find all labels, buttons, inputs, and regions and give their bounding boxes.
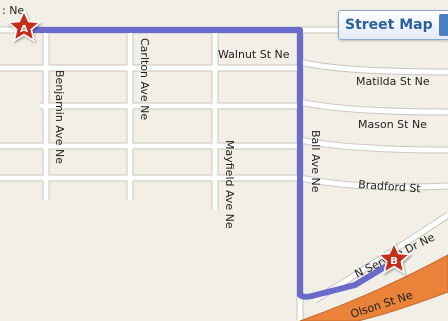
label-partial-top: : Ne [2, 4, 24, 17]
marker-start-letter: A [20, 24, 28, 35]
label-walnut-st: Walnut St Ne [218, 48, 290, 61]
star-icon [376, 241, 412, 275]
map-type-toggle-button[interactable]: Street Map [338, 10, 448, 40]
marker-end-letter: B [390, 256, 398, 267]
label-carlton-ave: Carlton Ave Ne [138, 38, 151, 120]
marker-start[interactable]: A [6, 9, 42, 43]
marker-end[interactable]: B [376, 241, 412, 275]
star-icon [6, 9, 42, 43]
label-matilda-st: Matilda St Ne [356, 75, 430, 88]
label-benjamin-ave: Benjamin Ave Ne [53, 70, 66, 164]
label-mayfield-ave: Mayfield Ave Ne [223, 140, 236, 229]
map-type-label: Street Map [345, 17, 433, 33]
label-mason-st: Mason St Ne [358, 118, 427, 131]
route-line [19, 27, 396, 300]
label-ball-ave: Ball Ave Ne [309, 130, 322, 193]
label-bradford-st: Bradford St [358, 178, 422, 195]
map-type-tab-icon [439, 14, 448, 36]
